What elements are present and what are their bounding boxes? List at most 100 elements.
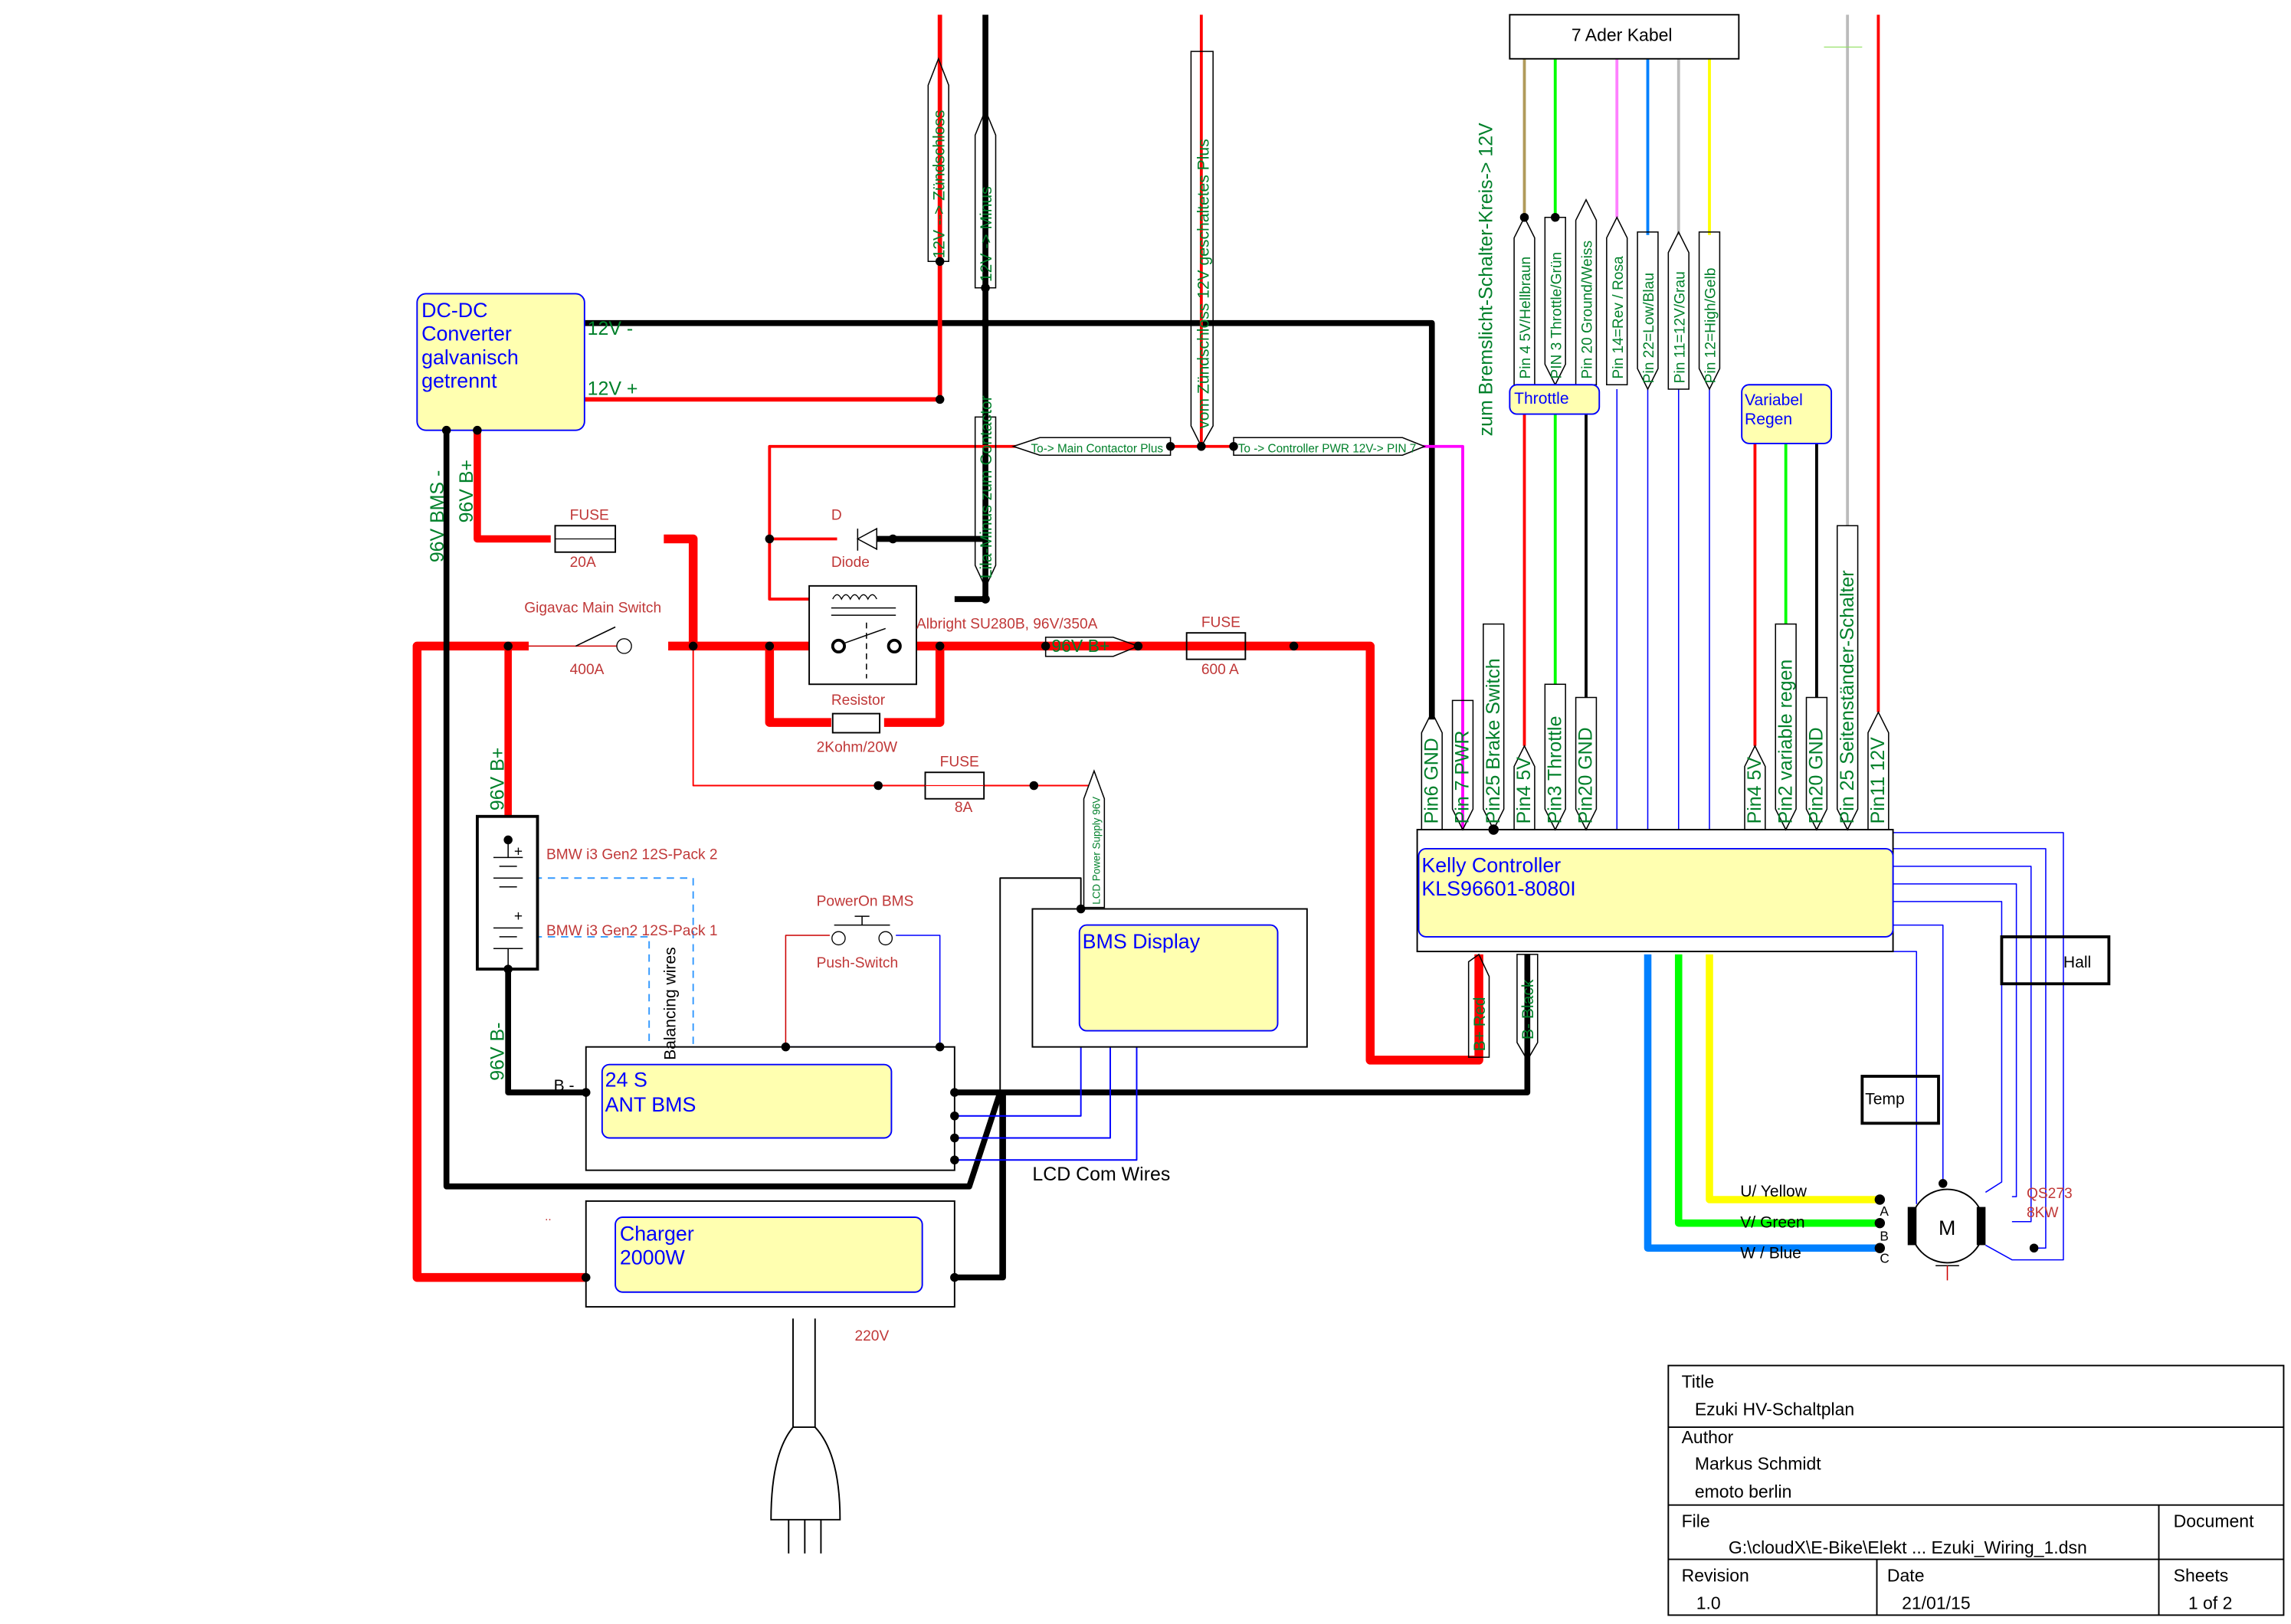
pin-tag (1744, 745, 1766, 830)
pin-label: PIN 3 Throttle/Grün (1549, 252, 1565, 379)
label-96v-b-plus: 96V B+ (456, 460, 477, 522)
date-value: 21/01/15 (1902, 1593, 1971, 1613)
pin-label: Pin11 12V (1867, 737, 1889, 823)
pin-label: Pin20 GND (1575, 727, 1597, 823)
pin-tag (1451, 699, 1474, 831)
net-geschaltet: vom Zündschloss 12V geschaltetes Plus (1195, 139, 1212, 428)
pin-label: Pin 4 5V/Hellbraun (1518, 257, 1534, 379)
mains-label: 220V (855, 1328, 890, 1344)
main-switch[interactable]: Gigavac Main Switch 400A (524, 600, 661, 678)
sheets-value: 1 of 2 (2188, 1593, 2233, 1613)
pin-label: Pin25 Brake Switch (1483, 658, 1504, 823)
charger-line: Charger (620, 1223, 694, 1246)
charger-line: 2000W (620, 1246, 686, 1269)
hall-label: Hall (2063, 954, 2091, 971)
ant-bms[interactable]: 24 S ANT BMS (585, 1046, 955, 1171)
bms-display[interactable]: BMS Display (1031, 908, 1308, 1048)
pin-label: Pin 12=High/Gelb (1703, 268, 1719, 384)
diode-name: Diode (831, 555, 870, 571)
pin-label: Pin4 5V (1744, 757, 1765, 824)
lcd-com-label: LCD Com Wires (1032, 1164, 1170, 1185)
fuse-8a: FUSE 8A (924, 755, 985, 816)
pin-tag (1836, 525, 1859, 831)
pin-tag (1513, 745, 1536, 830)
pack2-label: BMW i3 Gen2 12S-Pack 2 (546, 846, 718, 863)
temp-sensor: Temp (1860, 1075, 1940, 1125)
svg-text:+: + (514, 844, 523, 860)
pin-tag (1805, 696, 1828, 831)
file-value: G:\cloudX\E-Bike\Elekt ... Ezuki_Wiring_… (1729, 1537, 2087, 1557)
junction-dots (441, 213, 2039, 1282)
dcdc-line: galvanisch (421, 345, 519, 368)
pin-tag (1698, 231, 1721, 391)
net-controller-pwr: To -> Controller PWR 12V-> PIN 7 (1238, 442, 1417, 455)
dcdc-12v-minus: 12V - (588, 318, 634, 339)
pin-tag (1575, 696, 1598, 831)
temp-label: Temp (1865, 1090, 1905, 1108)
bms-line: ANT BMS (605, 1093, 696, 1116)
bms-display-title: BMS Display (1083, 930, 1201, 953)
pin-tag (1483, 623, 1505, 831)
net-zuendschloss: 12V --> Zündschloss (930, 110, 948, 259)
pin-tag (1606, 216, 1628, 386)
label-batt-plus: 96V B+ (487, 748, 508, 810)
title-value: Ezuki HV-Schaltplan (1695, 1400, 1854, 1419)
fuse-label: FUSE (570, 508, 609, 524)
poweron-push-switch[interactable]: PowerOn BMS Push-Switch (817, 894, 914, 972)
diode-ref: D (831, 508, 842, 524)
motor-model: QS273 (2027, 1186, 2073, 1202)
fuse-value: 20A (570, 555, 596, 571)
charger[interactable]: Charger 2000W (585, 1200, 955, 1308)
pin-label: Pin4 5V (1513, 757, 1535, 824)
terminal-c: C (1880, 1250, 1889, 1265)
wires (412, 15, 2064, 1432)
charger-dots: .. (545, 1210, 552, 1223)
date-label: Date (1887, 1565, 1925, 1585)
balancing-label: Balancing wires (662, 947, 680, 1060)
pin-label: Pin 11=12V/Grau (1672, 271, 1688, 383)
pin-tag (1667, 231, 1690, 390)
motor: M U/ Yellow V/ Green W / Blue A B C QS27… (1740, 1183, 2073, 1281)
cable-pin-labels: Pin 4 5V/Hellbraun PIN 3 Throttle/Grün Pin… (1513, 198, 1721, 391)
cable-title: 7 Ader Kabel (1572, 25, 1673, 45)
push-switch-top: PowerOn BMS (817, 894, 914, 910)
phase-v: V/ Green (1740, 1213, 1804, 1231)
push-switch-bottom: Push-Switch (817, 955, 898, 971)
document-label: Document (2174, 1511, 2254, 1531)
cable-7-core: 7 Ader Kabel (1509, 14, 1740, 60)
regen-line: Variabel (1745, 391, 1803, 409)
terminal-a: A (1880, 1203, 1889, 1219)
pin-tag (1544, 683, 1566, 831)
pin-tag (1575, 198, 1598, 386)
contactor: Albright SU280B, 96V/350A (808, 584, 1098, 686)
author-label: Author (1682, 1427, 1734, 1447)
label-batt-minus: 96V B- (487, 1023, 508, 1081)
fuse-label: FUSE (940, 755, 979, 771)
label-b-minus: B - (554, 1077, 575, 1095)
motor-symbol: M (1939, 1216, 1955, 1239)
terminal-b: B (1880, 1229, 1889, 1244)
dcdc-converter[interactable]: DC-DC Converter galvanisch getrennt (416, 293, 585, 431)
variable-regen[interactable]: Variabel Regen (1741, 384, 1833, 444)
revision-label: Revision (1682, 1565, 1749, 1585)
title-block: Title Ezuki HV-Schaltplan Author Markus … (1667, 1364, 2285, 1616)
dcdc-line: getrennt (421, 369, 497, 392)
phase-w: W / Blue (1740, 1245, 1801, 1262)
pin-label: Pin3 Throttle (1544, 716, 1565, 824)
kelly-controller[interactable]: Kelly Controller KLS96601-8080I (1416, 829, 1894, 953)
controller-line: KLS96601-8080I (1421, 877, 1575, 900)
svg-text:+: + (514, 909, 523, 925)
pin-tag (1544, 216, 1566, 386)
throttle[interactable]: Throttle (1509, 384, 1601, 415)
dcdc-line: Converter (421, 323, 512, 345)
pin-tag (1421, 710, 1443, 830)
net-lila: Lila-Minus zum Contactor (978, 395, 995, 578)
pin-tag (1775, 623, 1797, 831)
file-label: File (1682, 1511, 1710, 1531)
fuse-600a: FUSE 600 A (1185, 615, 1247, 678)
pin-label: Pin 25 Seitenständer-Schalter (1837, 570, 1858, 823)
fuse-label: FUSE (1201, 615, 1241, 631)
fuse-value: 8A (955, 800, 973, 816)
